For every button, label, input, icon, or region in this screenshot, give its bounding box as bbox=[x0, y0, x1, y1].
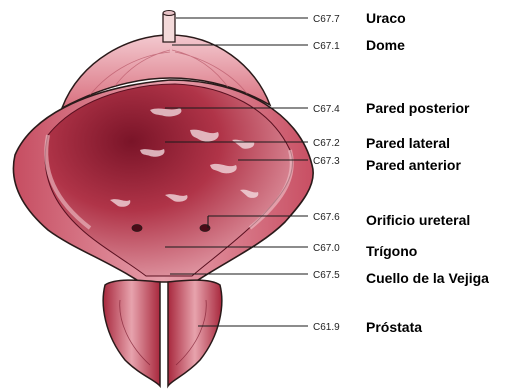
bladder-body bbox=[13, 80, 313, 282]
code-trigono: C67.0 bbox=[313, 243, 340, 254]
label-pared-posterior: Pared posterior bbox=[366, 100, 470, 116]
label-prostata: Próstata bbox=[366, 319, 422, 335]
prostate bbox=[103, 280, 222, 386]
label-dome: Dome bbox=[366, 37, 405, 53]
label-pared-lateral: Pared lateral bbox=[366, 135, 450, 151]
code-orificio-ureteral: C67.6 bbox=[313, 212, 340, 223]
label-pared-anterior: Pared anterior bbox=[366, 157, 461, 173]
name-labels: Uraco Dome Pared posterior Pared lateral… bbox=[366, 10, 489, 335]
code-labels: C67.7 C67.1 C67.4 C67.2 C67.3 C67.6 C67.… bbox=[313, 14, 340, 333]
code-pared-posterior: C67.4 bbox=[313, 104, 340, 115]
code-pared-lateral: C67.2 bbox=[313, 138, 340, 149]
code-pared-anterior: C67.3 bbox=[313, 156, 340, 167]
code-uraco: C67.7 bbox=[313, 14, 340, 25]
urachus bbox=[163, 11, 175, 43]
label-trigono: Trígono bbox=[366, 243, 417, 259]
label-orificio-ureteral: Orificio ureteral bbox=[366, 212, 470, 228]
label-cuello-vejiga: Cuello de la Vejiga bbox=[366, 270, 489, 286]
label-uraco: Uraco bbox=[366, 10, 406, 26]
code-dome: C67.1 bbox=[313, 41, 340, 52]
code-cuello-vejiga: C67.5 bbox=[313, 270, 340, 281]
code-prostata: C61.9 bbox=[313, 322, 340, 333]
